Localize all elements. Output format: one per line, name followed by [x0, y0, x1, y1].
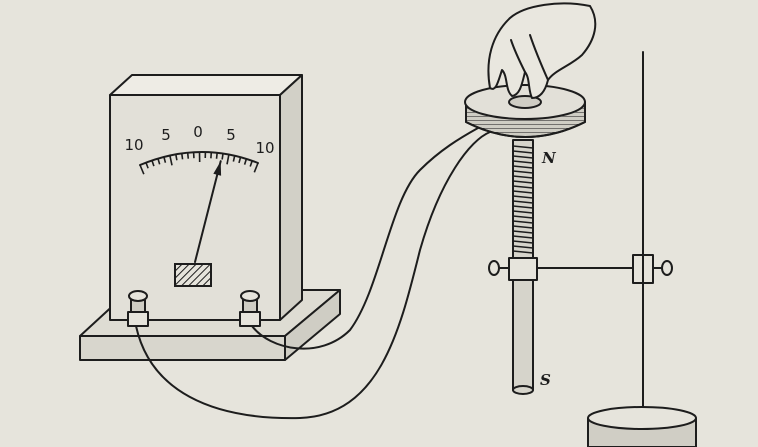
clamp-assembly [488, 254, 673, 284]
rod-thread [512, 235, 534, 239]
rod-thread [512, 175, 534, 179]
scale-tick [221, 153, 224, 160]
scale-label-right-5: 5 [226, 126, 236, 144]
rod-thread [512, 195, 534, 199]
terminal-left [127, 290, 149, 327]
rod-thread [512, 145, 534, 149]
rod-thread [512, 190, 534, 194]
terminal-right [239, 290, 261, 327]
galvanometer-scale: 10 5 0 5 10 [124, 123, 275, 175]
rod-thread [512, 165, 534, 169]
galvanometer-window [174, 263, 212, 287]
scale-tick [175, 154, 178, 161]
scale-tick [163, 156, 167, 163]
scale-tick [249, 160, 253, 167]
rod-thread [512, 245, 534, 249]
wire-right [251, 127, 479, 350]
scale-tick [145, 162, 149, 169]
rod-thread [512, 180, 534, 184]
scale-label-left-10: 10 [124, 136, 143, 154]
scale-tick [151, 160, 155, 167]
rod-thread [512, 240, 534, 244]
rod-thread [512, 155, 534, 159]
scale-tick [226, 154, 230, 165]
scale-label-right-10: 10 [255, 139, 274, 157]
rod-thread [512, 205, 534, 209]
scale-tick [180, 153, 184, 160]
rod-thread [512, 225, 534, 229]
scale-tick [157, 158, 161, 165]
galvanometer-box [109, 74, 303, 321]
scale-tick [232, 155, 236, 162]
hand-icon [487, 2, 597, 99]
rod-thread [512, 170, 534, 174]
galvanometer-needle [194, 160, 222, 263]
scale-tick [238, 156, 242, 164]
rod-thread [512, 250, 534, 254]
scale-tick [215, 152, 218, 159]
scale-label-zero: 0 [193, 123, 203, 141]
scale-tick [253, 162, 259, 173]
rod-thread [512, 150, 534, 154]
scale-tick [186, 152, 190, 159]
rod-thread [512, 185, 534, 189]
scale-ticks [139, 151, 259, 175]
scale-tick [243, 158, 248, 165]
rod-thread [512, 230, 534, 234]
scale-tick [139, 164, 145, 175]
stand [587, 51, 697, 447]
scale-tick [169, 155, 173, 166]
north-pole-label: N [541, 149, 557, 167]
rod-threads [512, 145, 534, 254]
rod-thread [512, 210, 534, 214]
wire-left [135, 131, 491, 420]
south-pole-label: S [540, 371, 551, 389]
rod-thread [512, 215, 534, 219]
rod-thread [512, 160, 534, 164]
induction-coil [464, 84, 586, 138]
scale-label-left-5: 5 [161, 126, 171, 144]
rod-thread [512, 220, 534, 224]
rod-thread [512, 200, 534, 204]
